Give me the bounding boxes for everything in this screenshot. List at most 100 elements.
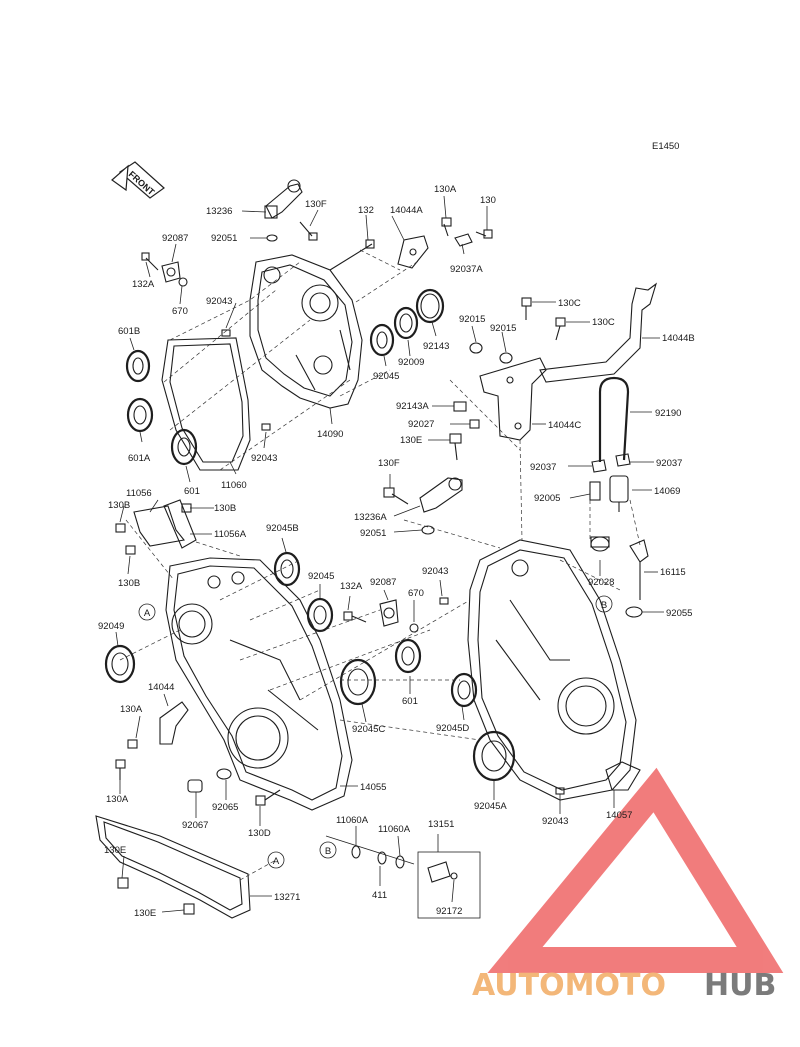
callout-92087-mid: 92087 <box>370 577 396 588</box>
seal-92045-upper <box>369 323 395 357</box>
nut-92015-b <box>499 352 513 364</box>
callout-14057: 14057 <box>606 810 632 821</box>
bolt-130C-a <box>521 297 532 320</box>
callout-130D: 130D <box>248 828 271 839</box>
callout-92045A: 92045A <box>474 801 507 812</box>
callout-92172: 92172 <box>436 906 462 917</box>
callout-130F: 130F <box>305 199 327 210</box>
oring-11060A-b <box>395 855 405 869</box>
callout-130A-top: 130A <box>434 184 457 195</box>
callout-92045-top: 92045 <box>373 371 399 382</box>
brand-text-right: HUB <box>704 968 776 1003</box>
washer-92051-top <box>266 234 278 242</box>
callout-601-top: 601 <box>184 486 200 497</box>
dowel-92043-a <box>221 329 231 337</box>
callout-92043-c: 92043 <box>422 566 448 577</box>
callout-14044B: 14044B <box>662 333 695 344</box>
bolt-130B-a <box>115 523 126 533</box>
collar-92027 <box>469 419 480 429</box>
clip-92037A <box>454 233 473 247</box>
breather-hose-92190 <box>598 376 630 462</box>
washer-92051-mid <box>421 525 435 535</box>
callout-130A-left: 130A <box>120 704 143 715</box>
dipstick-16115 <box>629 539 649 600</box>
callout-130B-b: 130B <box>214 503 236 514</box>
gasket-13271 <box>95 815 251 919</box>
cover-gasket-11060 <box>161 337 251 471</box>
clamp-92037-right <box>615 453 631 467</box>
callout-92043-b: 92043 <box>251 453 277 464</box>
callout-14055: 14055 <box>360 782 386 793</box>
case-half-14090 <box>249 254 363 409</box>
seal-92049 <box>104 644 136 684</box>
oring-670-top <box>178 277 188 287</box>
callout-13236A: 13236A <box>354 512 387 523</box>
seal-92009 <box>393 306 419 340</box>
callout-14044A: 14044A <box>390 205 423 216</box>
callout-130B-a: 130B <box>108 500 130 511</box>
callout-11056A: 11056A <box>214 529 247 540</box>
brand-logo-mark <box>487 767 784 973</box>
callout-601A: 601A <box>128 453 151 464</box>
ref-circle-A-1: A <box>138 603 156 621</box>
svg-text:B: B <box>325 846 331 857</box>
bolt-132-long <box>329 239 375 271</box>
fitting-92005 <box>589 481 601 501</box>
washer-92065 <box>216 768 232 780</box>
callout-601B: 601B <box>118 326 140 337</box>
callout-130C-a: 130C <box>558 298 581 309</box>
callout-130F-mid: 130F <box>378 458 400 469</box>
callout-14069: 14069 <box>654 486 680 497</box>
ring-92143 <box>415 288 445 324</box>
nut-92015-a <box>469 342 483 354</box>
callout-130A-bottom: 130A <box>106 794 129 805</box>
callout-14044: 14044 <box>148 682 174 693</box>
callout-92143: 92143 <box>423 341 449 352</box>
crankcase-left-14055 <box>165 557 353 811</box>
callout-92049: 92049 <box>98 621 124 632</box>
callout-92005: 92005 <box>534 493 560 504</box>
bracket-14044 <box>159 701 189 745</box>
callout-132A-mid: 132A <box>340 581 363 592</box>
seal-92045D <box>450 672 478 708</box>
dowel-92043-c <box>439 597 449 605</box>
clamp-92037-left <box>591 459 607 473</box>
callout-92045C: 92045C <box>352 724 385 735</box>
plug-assembly-13151 <box>417 851 481 919</box>
callout-92051-mid: 92051 <box>360 528 386 539</box>
callout-670-top: 670 <box>172 306 188 317</box>
callout-92045D: 92045D <box>436 723 469 734</box>
callout-92190: 92190 <box>655 408 681 419</box>
fitting-92087-mid <box>379 599 399 627</box>
bearing-601A <box>126 397 154 433</box>
callout-92015-a: 92015 <box>459 314 485 325</box>
dowel-92043-b <box>261 423 271 431</box>
callout-14090: 14090 <box>317 429 343 440</box>
callout-130B-c: 130B <box>118 578 140 589</box>
callout-13236: 13236 <box>206 206 232 217</box>
lever-13236A <box>419 477 463 513</box>
oring-92055 <box>625 606 643 618</box>
svg-text:A: A <box>273 856 280 867</box>
callout-92087-top: 92087 <box>162 233 188 244</box>
oring-670-mid <box>409 623 419 633</box>
callout-92065: 92065 <box>212 802 238 813</box>
bearing-92045C <box>339 658 377 706</box>
callout-92045B: 92045B <box>266 523 299 534</box>
seal-92045-mid <box>306 597 334 633</box>
callout-11060A-b: 11060A <box>378 824 411 835</box>
callout-92009: 92009 <box>398 357 424 368</box>
callout-411: 411 <box>372 890 387 901</box>
callout-92015-b: 92015 <box>490 323 516 334</box>
lever-13236 <box>264 179 303 219</box>
bearing-601-mid <box>394 638 422 674</box>
callout-92043-d: 92043 <box>542 816 568 827</box>
bolt-130F-mid <box>383 487 409 505</box>
oring-11060A-a <box>351 845 361 859</box>
svg-text:B: B <box>601 600 607 611</box>
bracket-14044B <box>539 282 658 383</box>
bracket-14044C <box>479 357 547 441</box>
crankcase-right-14057 <box>467 539 641 801</box>
collar-92028 <box>590 536 610 552</box>
